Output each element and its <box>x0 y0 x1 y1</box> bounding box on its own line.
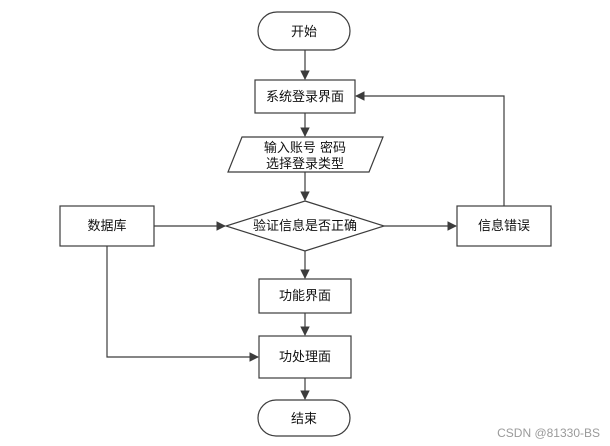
login-screen-label: 系统登录界面 <box>266 90 344 105</box>
start-node: 开始 <box>257 11 351 51</box>
watermark-text: CSDN @81330-BS <box>497 426 600 440</box>
function-screen-node: 功能界面 <box>258 278 352 314</box>
function-screen-label: 功能界面 <box>279 289 331 304</box>
login-screen-node: 系统登录界面 <box>254 79 356 114</box>
verify-decision-node: 验证信息是否正确 <box>224 200 386 252</box>
input-line1-label: 输入账号 密码 <box>264 140 346 156</box>
processing-node: 功处理面 <box>258 335 352 379</box>
start-label: 开始 <box>291 25 317 40</box>
processing-label: 功处理面 <box>279 350 331 365</box>
arrow-database-to-processing <box>106 246 259 362</box>
database-label: 数据库 <box>87 218 126 234</box>
error-label: 信息错误 <box>478 218 530 234</box>
end-label: 结束 <box>291 412 317 427</box>
arrow-error-to-login <box>355 91 505 206</box>
database-node: 数据库 <box>59 205 155 247</box>
end-node: 结束 <box>257 399 351 437</box>
input-credentials-node: 输入账号 密码 选择登录类型 <box>227 136 384 173</box>
verify-label: 验证信息是否正确 <box>253 218 357 234</box>
input-line2-label: 选择登录类型 <box>266 157 344 172</box>
error-node: 信息错误 <box>456 205 552 247</box>
